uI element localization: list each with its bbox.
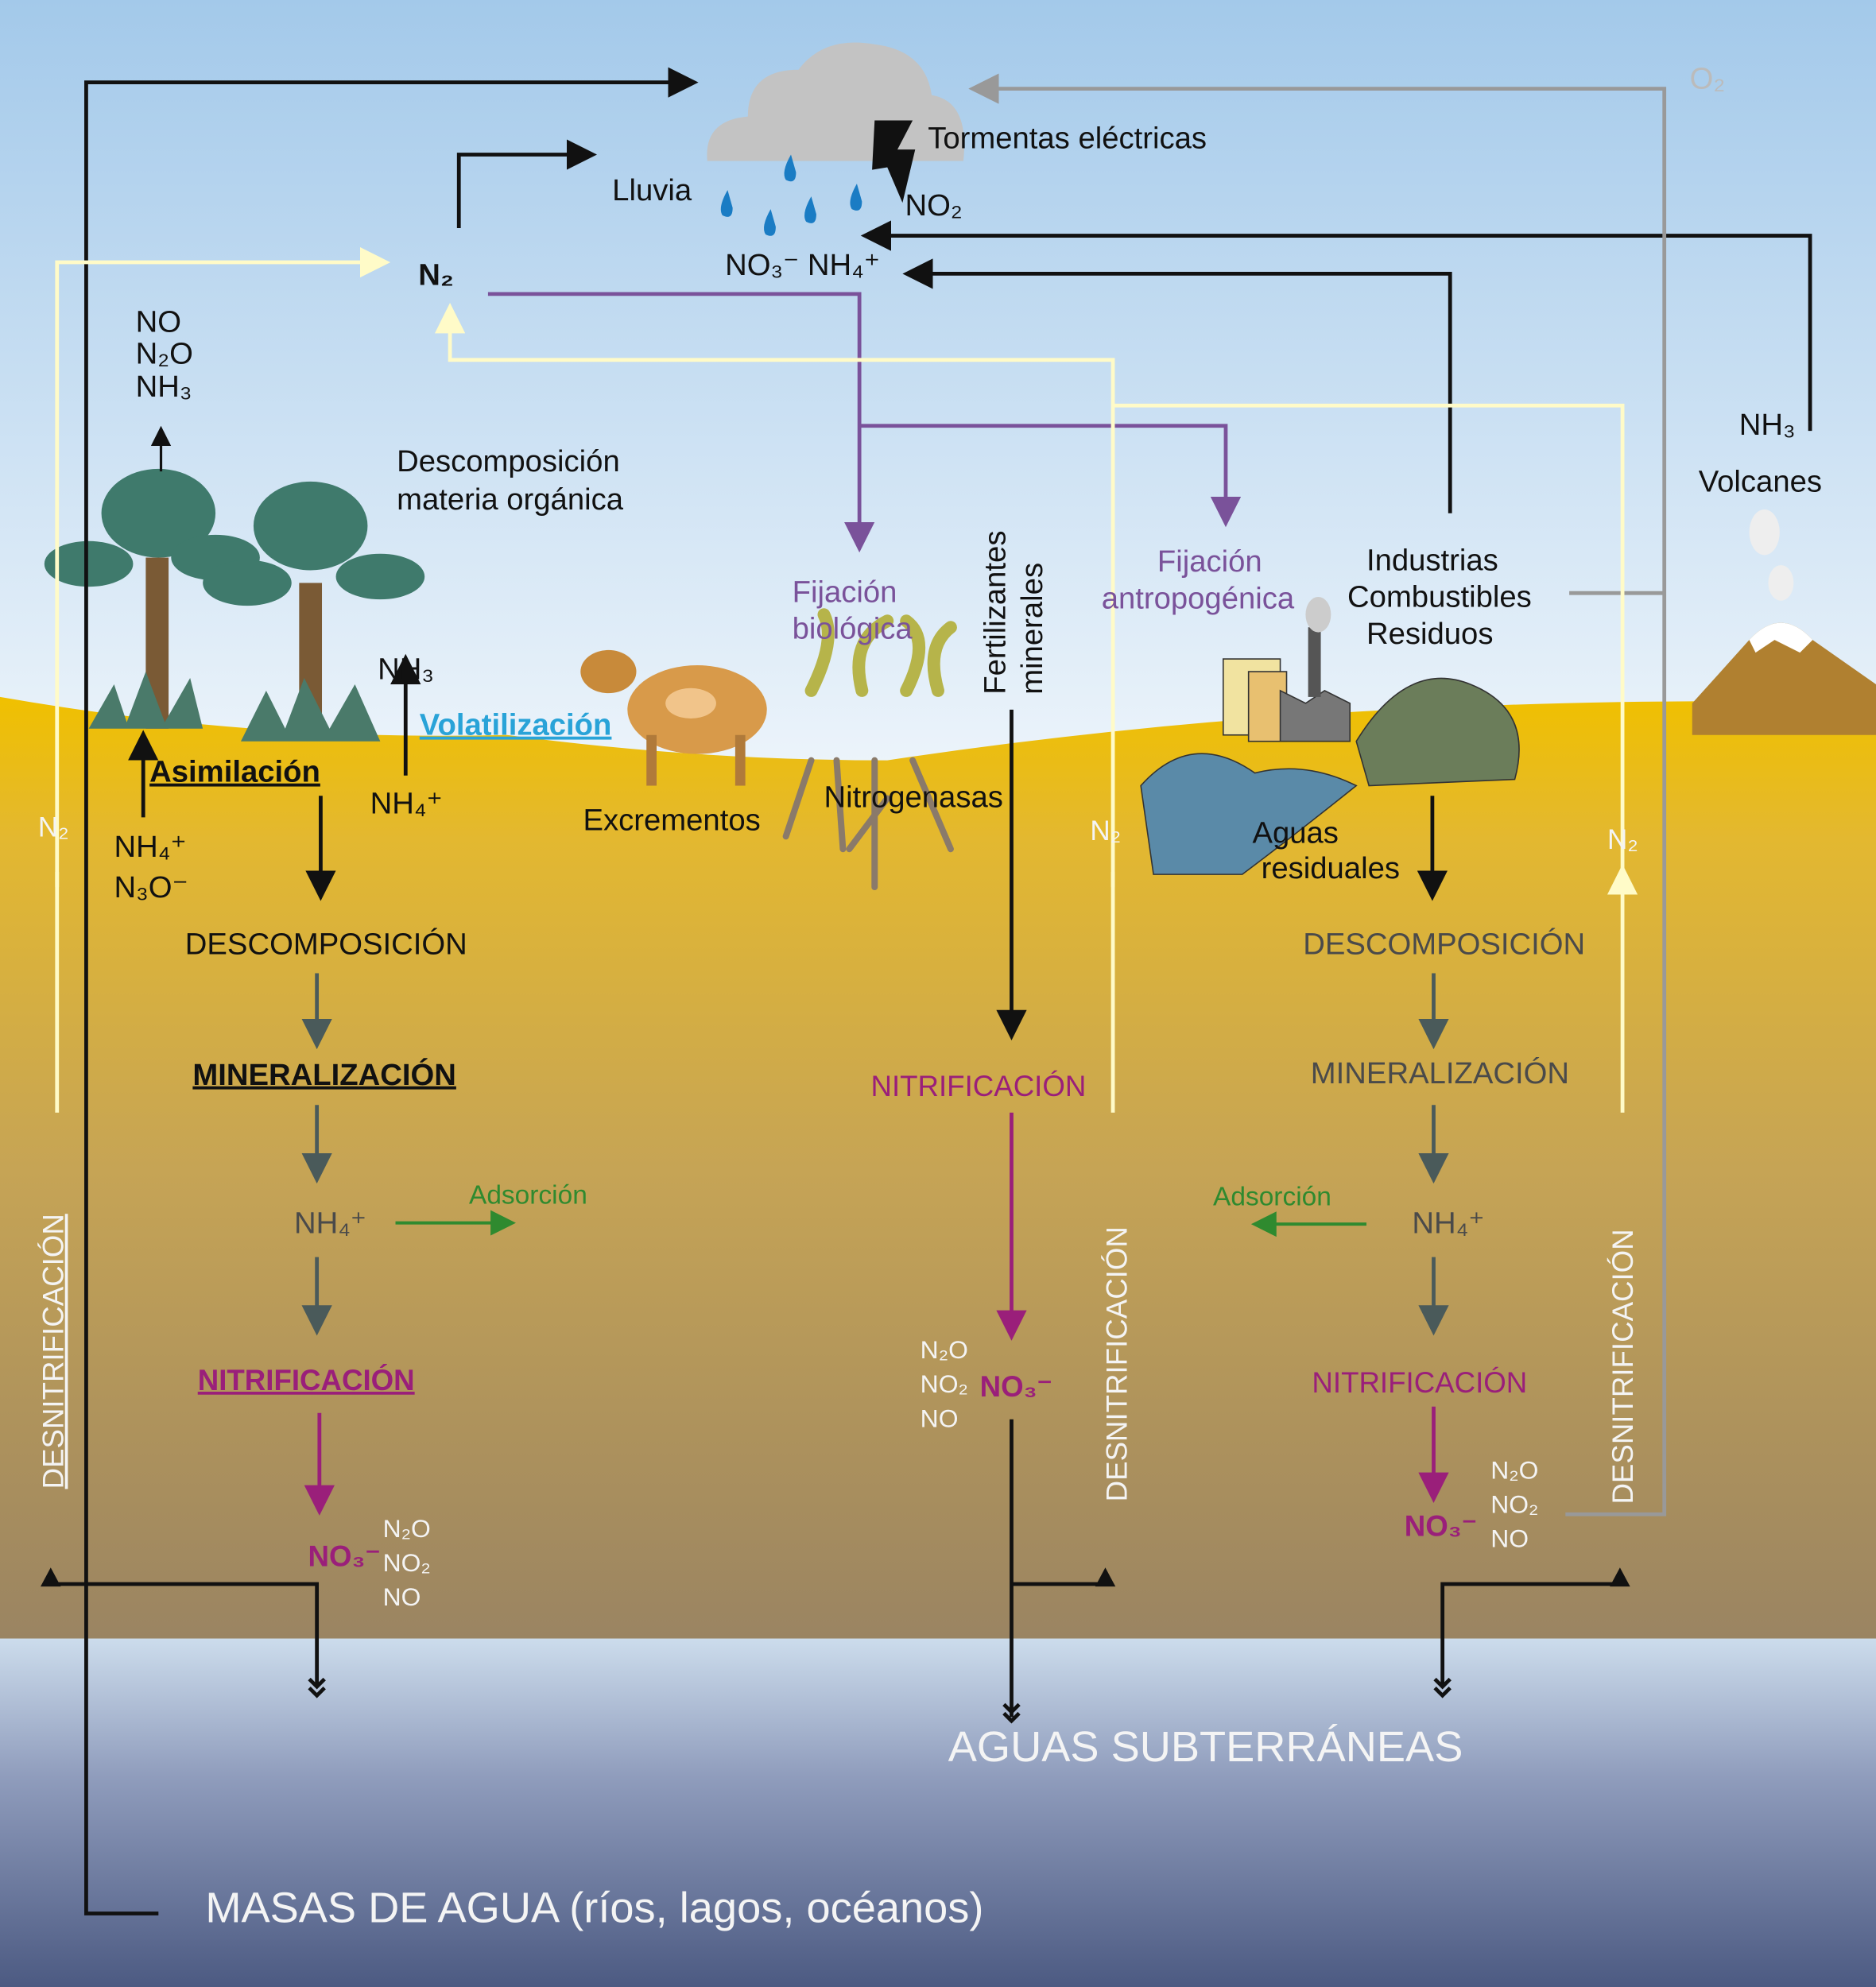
emission-n2o: N₂O (136, 337, 193, 371)
storm-no2: NO₂ (905, 188, 963, 223)
n2-middle: N₂ (1090, 815, 1121, 846)
wastewater-2: residuales (1262, 851, 1400, 885)
water-to-atmosphere-arrow (84, 67, 699, 1915)
middle-n2o: N₂O (921, 1335, 968, 1364)
source-fuels: Combustibles (1347, 580, 1532, 614)
left-nh4: NH₄⁺ (294, 1206, 366, 1240)
left-no2: NO₂ (383, 1548, 431, 1577)
trees-icon (44, 468, 425, 742)
assimilation-label: Asimilación (149, 755, 320, 789)
leaching-left (50, 1582, 320, 1686)
industry-to-rain-arrow (902, 258, 1452, 513)
factory-icon (1140, 596, 1520, 875)
volcanoes-label: Volcanes (1699, 465, 1822, 499)
middle-denitrification: DESNITRIFICACIÓN (1101, 1226, 1134, 1501)
water-area (0, 1638, 1876, 1987)
nitrogenases-label: Nitrogenasas (824, 780, 1002, 815)
raindrops-icon (720, 154, 862, 236)
n2-main: N₂ (418, 258, 454, 292)
right-decomposition: DESCOMPOSICIÓN (1303, 928, 1585, 962)
n2-to-anthropogenic-fixation-arrow (859, 424, 1242, 528)
emission-no: NO (136, 305, 181, 339)
left-decomposition: DESCOMPOSICIÓN (185, 928, 467, 962)
groundwater-label: AGUAS SUBTERRÁNEAS (948, 1723, 1463, 1771)
right-nh4: NH₄⁺ (1412, 1206, 1484, 1240)
volcano-icon (1692, 509, 1876, 735)
leaching-middle (1010, 1419, 1106, 1718)
right-denitrification: DESNITRIFICACIÓN (1607, 1229, 1639, 1504)
emission-nh3: NH₃ (136, 370, 192, 404)
fertilizers-1: Fertilizantes (979, 531, 1013, 695)
nitrogenase-plants-icon (782, 608, 957, 891)
denitrification-middle-arrow (434, 303, 1115, 1113)
volcano-nh3: NH₃ (1739, 408, 1796, 442)
n2-to-cloud-arrow (456, 139, 598, 228)
left-adsorption: Adsorción (469, 1181, 587, 1210)
volcano-to-rain-arrow (860, 220, 1812, 432)
right-no3: NO₃⁻ (1405, 1509, 1477, 1542)
wastewater-1: Aguas (1252, 815, 1338, 850)
decomposition-organic-2: materia orgánica (397, 482, 624, 517)
n2-left: N₂ (38, 811, 69, 842)
left-denitrification: DESNITRIFICACIÓN (37, 1214, 70, 1489)
volatil-nh4: NH₄⁺ (370, 787, 443, 821)
leaching-right (1440, 1582, 1620, 1686)
fertilizers-2: minerales (1015, 563, 1049, 695)
water-bodies-label: MASAS DE AGUA (ríos, lagos, océanos) (205, 1884, 983, 1932)
left-nitrification: NITRIFICACIÓN (198, 1363, 415, 1396)
right-adsorption: Adsorción (1213, 1182, 1331, 1211)
denitrification-left-arrow (55, 246, 391, 1113)
anthropogenic-fixation-1: Fijación (1157, 544, 1262, 579)
left-no3: NO₃⁻ (308, 1540, 380, 1573)
rain-label: Lluvia (612, 173, 692, 207)
rain-products: NO₃⁻ NH₄⁺ (725, 248, 880, 282)
source-industries: Industrias (1366, 543, 1498, 577)
right-no2: NO₂ (1490, 1490, 1538, 1519)
cow-icon (580, 649, 767, 786)
volatilization-label: Volatilización (420, 708, 612, 742)
middle-no3: NO₃⁻ (980, 1370, 1052, 1403)
lightning-icon (872, 120, 916, 203)
o2-label: O₂ (1690, 62, 1726, 96)
n2-right: N₂ (1607, 824, 1638, 855)
storms-label: Tormentas eléctricas (928, 122, 1207, 156)
biological-fixation-2: biológica (793, 612, 913, 646)
left-n2o: N₂O (383, 1514, 431, 1543)
source-waste: Residuos (1366, 617, 1493, 651)
left-mineralization: MINERALIZACIÓN (192, 1057, 456, 1092)
middle-no: NO (921, 1404, 959, 1432)
left-no: NO (383, 1582, 421, 1611)
excrements-label: Excrementos (583, 803, 761, 837)
right-mineralization: MINERALIZACIÓN (1311, 1056, 1569, 1090)
decomposition-organic-1: Descomposición (397, 444, 620, 478)
soil (0, 696, 1876, 1641)
volatil-nh3: NH₃ (378, 653, 434, 687)
right-no: NO (1490, 1524, 1529, 1553)
leaching-markers (41, 1567, 1630, 1724)
assimilated-n3o: N₃O⁻ (114, 870, 188, 904)
biological-fixation-1: Fijación (793, 575, 897, 609)
anthropogenic-fixation-2: antropogénica (1102, 581, 1295, 615)
n2-to-biological-fixation-arrow (487, 292, 875, 553)
right-nitrification: NITRIFICACIÓN (1312, 1366, 1527, 1399)
assimilated-nh4: NH₄⁺ (114, 830, 187, 864)
middle-nitrification: NITRIFICACIÓN (870, 1070, 1086, 1102)
right-n2o: N₂O (1490, 1456, 1538, 1485)
middle-no2: NO₂ (921, 1369, 968, 1398)
o2-return-arrow (968, 73, 1667, 1516)
